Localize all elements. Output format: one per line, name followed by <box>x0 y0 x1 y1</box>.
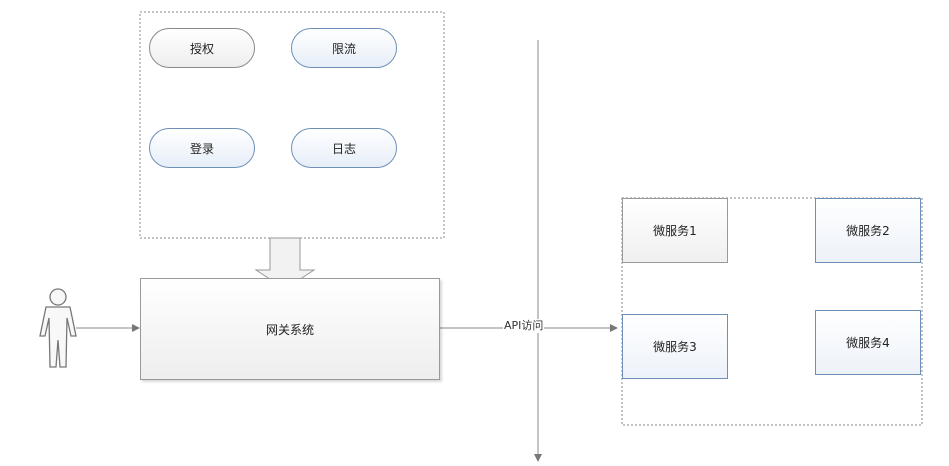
services-group-frame <box>621 197 923 426</box>
login-node: 登录 <box>149 128 255 168</box>
user-icon <box>39 288 77 368</box>
service-2-node: 微服务2 <box>815 198 921 263</box>
service-1-node: 微服务1 <box>622 198 728 263</box>
rate-limit-node: 限流 <box>291 28 397 68</box>
log-node: 日志 <box>291 128 397 168</box>
service-3-node: 微服务3 <box>622 314 728 379</box>
gateway-node: 网关系统 <box>140 278 440 380</box>
service-4-node: 微服务4 <box>815 310 921 375</box>
api-access-label: API访问 <box>503 319 545 333</box>
auth-node: 授权 <box>149 28 255 68</box>
divider-arrow-head <box>534 454 542 462</box>
